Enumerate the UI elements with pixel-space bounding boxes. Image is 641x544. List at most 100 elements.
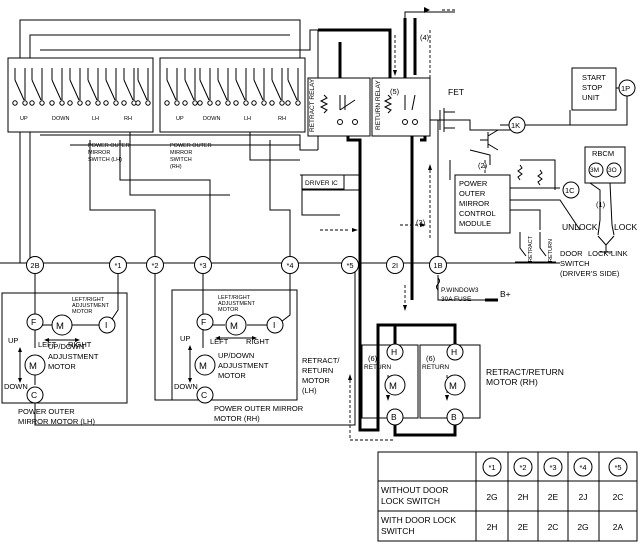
bus-terminal-label: 2I bbox=[392, 261, 398, 270]
table-header-label: *5 bbox=[614, 463, 621, 472]
bus-terminal: 1B bbox=[429, 256, 447, 274]
table-header-label: *2 bbox=[519, 463, 526, 472]
retract-relay-label: RETRACT RELAY bbox=[309, 78, 316, 132]
door-lock-label-2: LOCK-LINK bbox=[588, 249, 628, 258]
switch-contact bbox=[215, 68, 231, 106]
table-header-cell: *1 bbox=[482, 457, 502, 477]
switch-rh-contacts bbox=[164, 68, 301, 106]
switch-contact bbox=[49, 68, 65, 106]
switch-rh-contact-lh: LH bbox=[244, 116, 251, 122]
module-label-3: MIRROR bbox=[459, 199, 490, 208]
switch-contact bbox=[12, 68, 28, 106]
door-lock-label-1: DOOR bbox=[560, 249, 583, 258]
marker-2: (2) bbox=[478, 161, 488, 170]
module-terminal-1c-label: 1C bbox=[565, 186, 575, 195]
rbcm-label: RBCM bbox=[592, 149, 614, 158]
mirror-motor-rh-dir-right: RIGHT bbox=[246, 337, 270, 346]
terminal-3o: 3O bbox=[608, 167, 617, 174]
mirror-motor-rh-label-2: MOTOR (RH) bbox=[214, 414, 260, 423]
fuse-label-2: 30A FUSE bbox=[441, 296, 472, 303]
table-cell: 2J bbox=[579, 492, 588, 502]
module-label-4: CONTROL bbox=[459, 209, 496, 218]
driver-ic: DRIVER IC bbox=[301, 174, 345, 190]
switch-lh-label-3: SWITCH (LH) bbox=[88, 157, 122, 163]
retract-rh-return: RETURN bbox=[422, 364, 449, 371]
table-cell: 2G bbox=[486, 492, 497, 502]
mirror-motor-rh-terminal-f: F bbox=[201, 317, 206, 327]
bus-terminal: *2 bbox=[146, 256, 164, 274]
fuse: P.WINDOW3 30A FUSE B+ bbox=[436, 277, 511, 303]
retract-lh-motor-symbol: M bbox=[389, 381, 397, 392]
retract-lh-terminal-h: H bbox=[391, 347, 397, 357]
rbcm: RBCM 3M 3O bbox=[584, 146, 626, 184]
table-header-label: *1 bbox=[488, 463, 495, 472]
retract-rh-motor-symbol: M bbox=[449, 381, 457, 392]
switch-rh-label-4: (RH) bbox=[170, 164, 182, 170]
marker-3: (3) bbox=[416, 218, 426, 227]
mirror-motor-lh-lr-label-2: ADJUSTMENT bbox=[72, 303, 110, 309]
terminal-1p: 1P bbox=[621, 84, 630, 93]
mirror-motor-lh-ud-label-3: MOTOR bbox=[48, 362, 76, 371]
module-switch-return: RETURN bbox=[548, 239, 554, 262]
switch-contact bbox=[103, 68, 119, 106]
control-module: POWER OUTER MIRROR CONTROL MODULE bbox=[454, 174, 511, 234]
retract-rh-label-2: MOTOR (RH) bbox=[486, 377, 538, 387]
table-row-1-label-2: LOCK SWITCH bbox=[381, 496, 440, 506]
mirror-motor-rh-dir-left: LEFT bbox=[210, 337, 229, 346]
mirror-motor-lh-dir-right: RIGHT bbox=[68, 340, 92, 349]
mirror-motor-rh-ud-label-1: UP/DOWN bbox=[218, 351, 254, 360]
switch-lh-label-1: POWER OUTER bbox=[88, 143, 130, 149]
table-cell: 2E bbox=[548, 492, 559, 502]
fet: FET bbox=[439, 87, 464, 132]
switch-lh-contacts bbox=[12, 68, 151, 106]
switch-lh-contact-lh: LH bbox=[92, 116, 99, 122]
mirror-motor-lh-lr-symbol: M bbox=[56, 321, 64, 332]
retract-rh-terminal-b: B bbox=[451, 412, 457, 422]
table-header-label: *3 bbox=[549, 463, 556, 472]
switch-contact bbox=[197, 68, 213, 106]
switch-lh-contact-up: UP bbox=[20, 116, 28, 122]
switch-contact bbox=[251, 68, 267, 106]
switch-rh-contact-rh: RH bbox=[278, 116, 286, 122]
table-cell: 2E bbox=[518, 522, 529, 532]
door-lock-switch: (1) UNLOCK LOCK DOOR LOCK-LINK SWITCH (D… bbox=[560, 200, 637, 278]
fuse-label-1: P.WINDOW3 bbox=[441, 287, 479, 294]
module-switches: RETRACT RETURN bbox=[515, 232, 556, 263]
module-terminal-1k-label: 1K bbox=[511, 121, 520, 130]
table-row-2-label-1: WITH DOOR LOCK bbox=[381, 515, 456, 525]
table-header-label: *4 bbox=[579, 463, 586, 472]
retract-lh-label-1: RETRACT/ bbox=[302, 356, 340, 365]
mirror-motor-rh-terminal-i: I bbox=[273, 320, 275, 330]
retract-lh-label-3: MOTOR bbox=[302, 376, 330, 385]
switch-contact bbox=[285, 68, 301, 106]
mirror-motor-rh-terminal-c: C bbox=[201, 390, 207, 400]
mirror-motor-rh-lr-label-1: LEFT/RIGHT bbox=[218, 295, 251, 301]
return-relay-label: RETURN RELAY bbox=[375, 80, 382, 130]
module-resistors bbox=[517, 164, 543, 186]
mirror-motor-lh-ud-label-2: ADJUSTMENT bbox=[48, 352, 99, 361]
bus-terminal: *5 bbox=[341, 256, 359, 274]
mirror-motor-rh-dir-up: UP bbox=[180, 334, 190, 343]
mirror-motor-lh-ud-symbol: M bbox=[29, 361, 37, 372]
transistor bbox=[480, 129, 499, 151]
switch-contact bbox=[29, 68, 45, 106]
mirror-motor-lh-label-1: POWER OUTER bbox=[18, 407, 75, 416]
mirror-motor-lh-terminal-c: C bbox=[31, 390, 37, 400]
table-cell: 2C bbox=[613, 492, 624, 502]
module-label-2: OUTER bbox=[459, 189, 486, 198]
switch-contact bbox=[135, 68, 151, 106]
door-lock-label-4: (DRIVER'S SIDE) bbox=[560, 269, 620, 278]
start-stop-unit: START STOP UNIT 1P bbox=[571, 67, 636, 126]
fet-label: FET bbox=[448, 87, 464, 97]
mirror-motor-lh-terminal-i: I bbox=[105, 320, 107, 330]
mirror-motor-lh-label-2: MIRROR MOTOR (LH) bbox=[18, 417, 95, 426]
table-cell: 2H bbox=[518, 492, 529, 502]
bus-terminal-label: *5 bbox=[346, 261, 353, 270]
mirror-switch-lh: UP DOWN LH RH POWER OUTER MIRROR SWITCH … bbox=[7, 57, 154, 163]
bus-terminal: *1 bbox=[109, 256, 127, 274]
driver-ic-label: DRIVER IC bbox=[305, 180, 338, 187]
mirror-motor-lh-dir-left: LEFT bbox=[38, 340, 57, 349]
retract-rh-label-1: RETRACT/RETURN bbox=[486, 367, 564, 377]
